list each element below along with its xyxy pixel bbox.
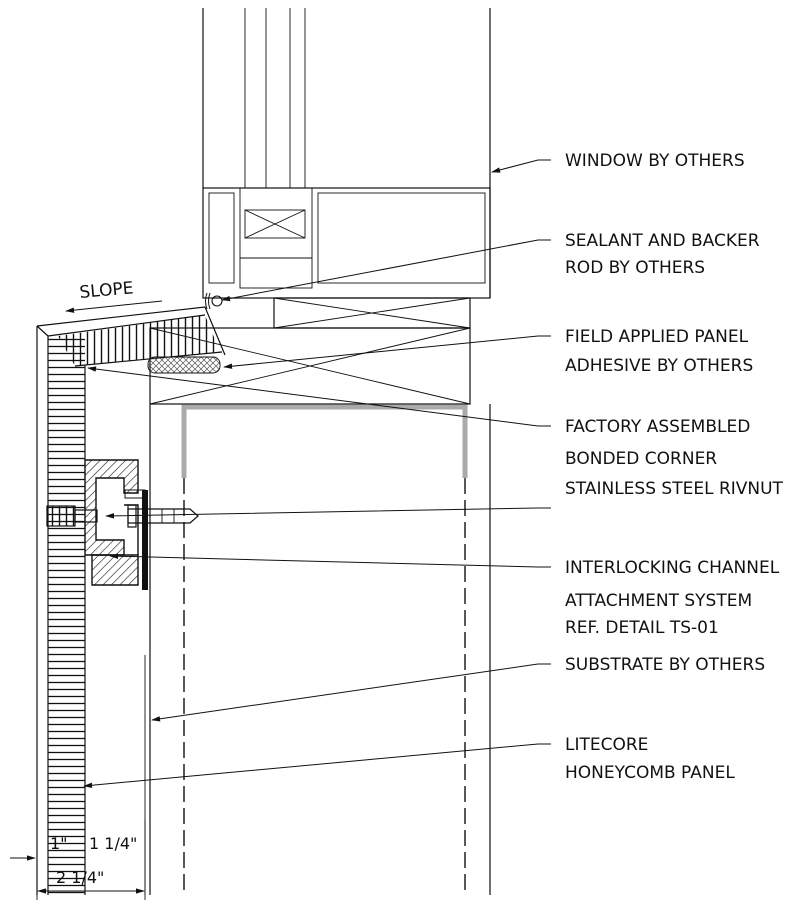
rivnut-callout: STAINLESS STEEL RIVNUT bbox=[565, 479, 784, 499]
channel-callout-line-3: REF. DETAIL TS-01 bbox=[565, 618, 719, 638]
panel-callout-line-1: LITECORE bbox=[565, 735, 648, 755]
dimension-strings: 1" 1 1/4" 2 1/4" bbox=[10, 820, 146, 900]
window-by-others bbox=[202, 8, 491, 299]
steel-stud bbox=[181, 404, 468, 895]
litecore-honeycomb-panel bbox=[36, 292, 226, 896]
leader-lines bbox=[83, 159, 551, 788]
sealant-callout-line-2: ROD BY OTHERS bbox=[565, 258, 705, 278]
dimension-panel: 1" bbox=[50, 834, 68, 853]
interlocking-channel bbox=[46, 459, 199, 590]
substrate-by-others bbox=[144, 404, 491, 895]
channel-callout-line-1: INTERLOCKING CHANNEL bbox=[565, 558, 780, 578]
factory-callout-line-1: FACTORY ASSEMBLED bbox=[565, 417, 750, 437]
panel-callout-line-2: HONEYCOMB PANEL bbox=[565, 763, 735, 783]
dimension-total: 2 1/4" bbox=[56, 868, 104, 887]
adhesive-callout-line-1: FIELD APPLIED PANEL bbox=[565, 327, 749, 347]
adhesive-callout-line-2: ADHESIVE BY OTHERS bbox=[565, 356, 753, 376]
dimension-gap: 1 1/4" bbox=[89, 834, 137, 853]
sealant-callout-line-1: SEALANT AND BACKER bbox=[565, 231, 760, 251]
window-callout: WINDOW BY OTHERS bbox=[565, 151, 745, 171]
factory-callout-line-2: BONDED CORNER bbox=[565, 449, 717, 469]
slope-label: SLOPE bbox=[79, 278, 135, 303]
callout-labels: WINDOW BY OTHERS SEALANT AND BACKER ROD … bbox=[565, 151, 784, 783]
substrate-callout: SUBSTRATE BY OTHERS bbox=[565, 655, 765, 675]
slope-indicator: SLOPE bbox=[65, 278, 163, 313]
channel-callout-line-2: ATTACHMENT SYSTEM bbox=[565, 591, 752, 611]
